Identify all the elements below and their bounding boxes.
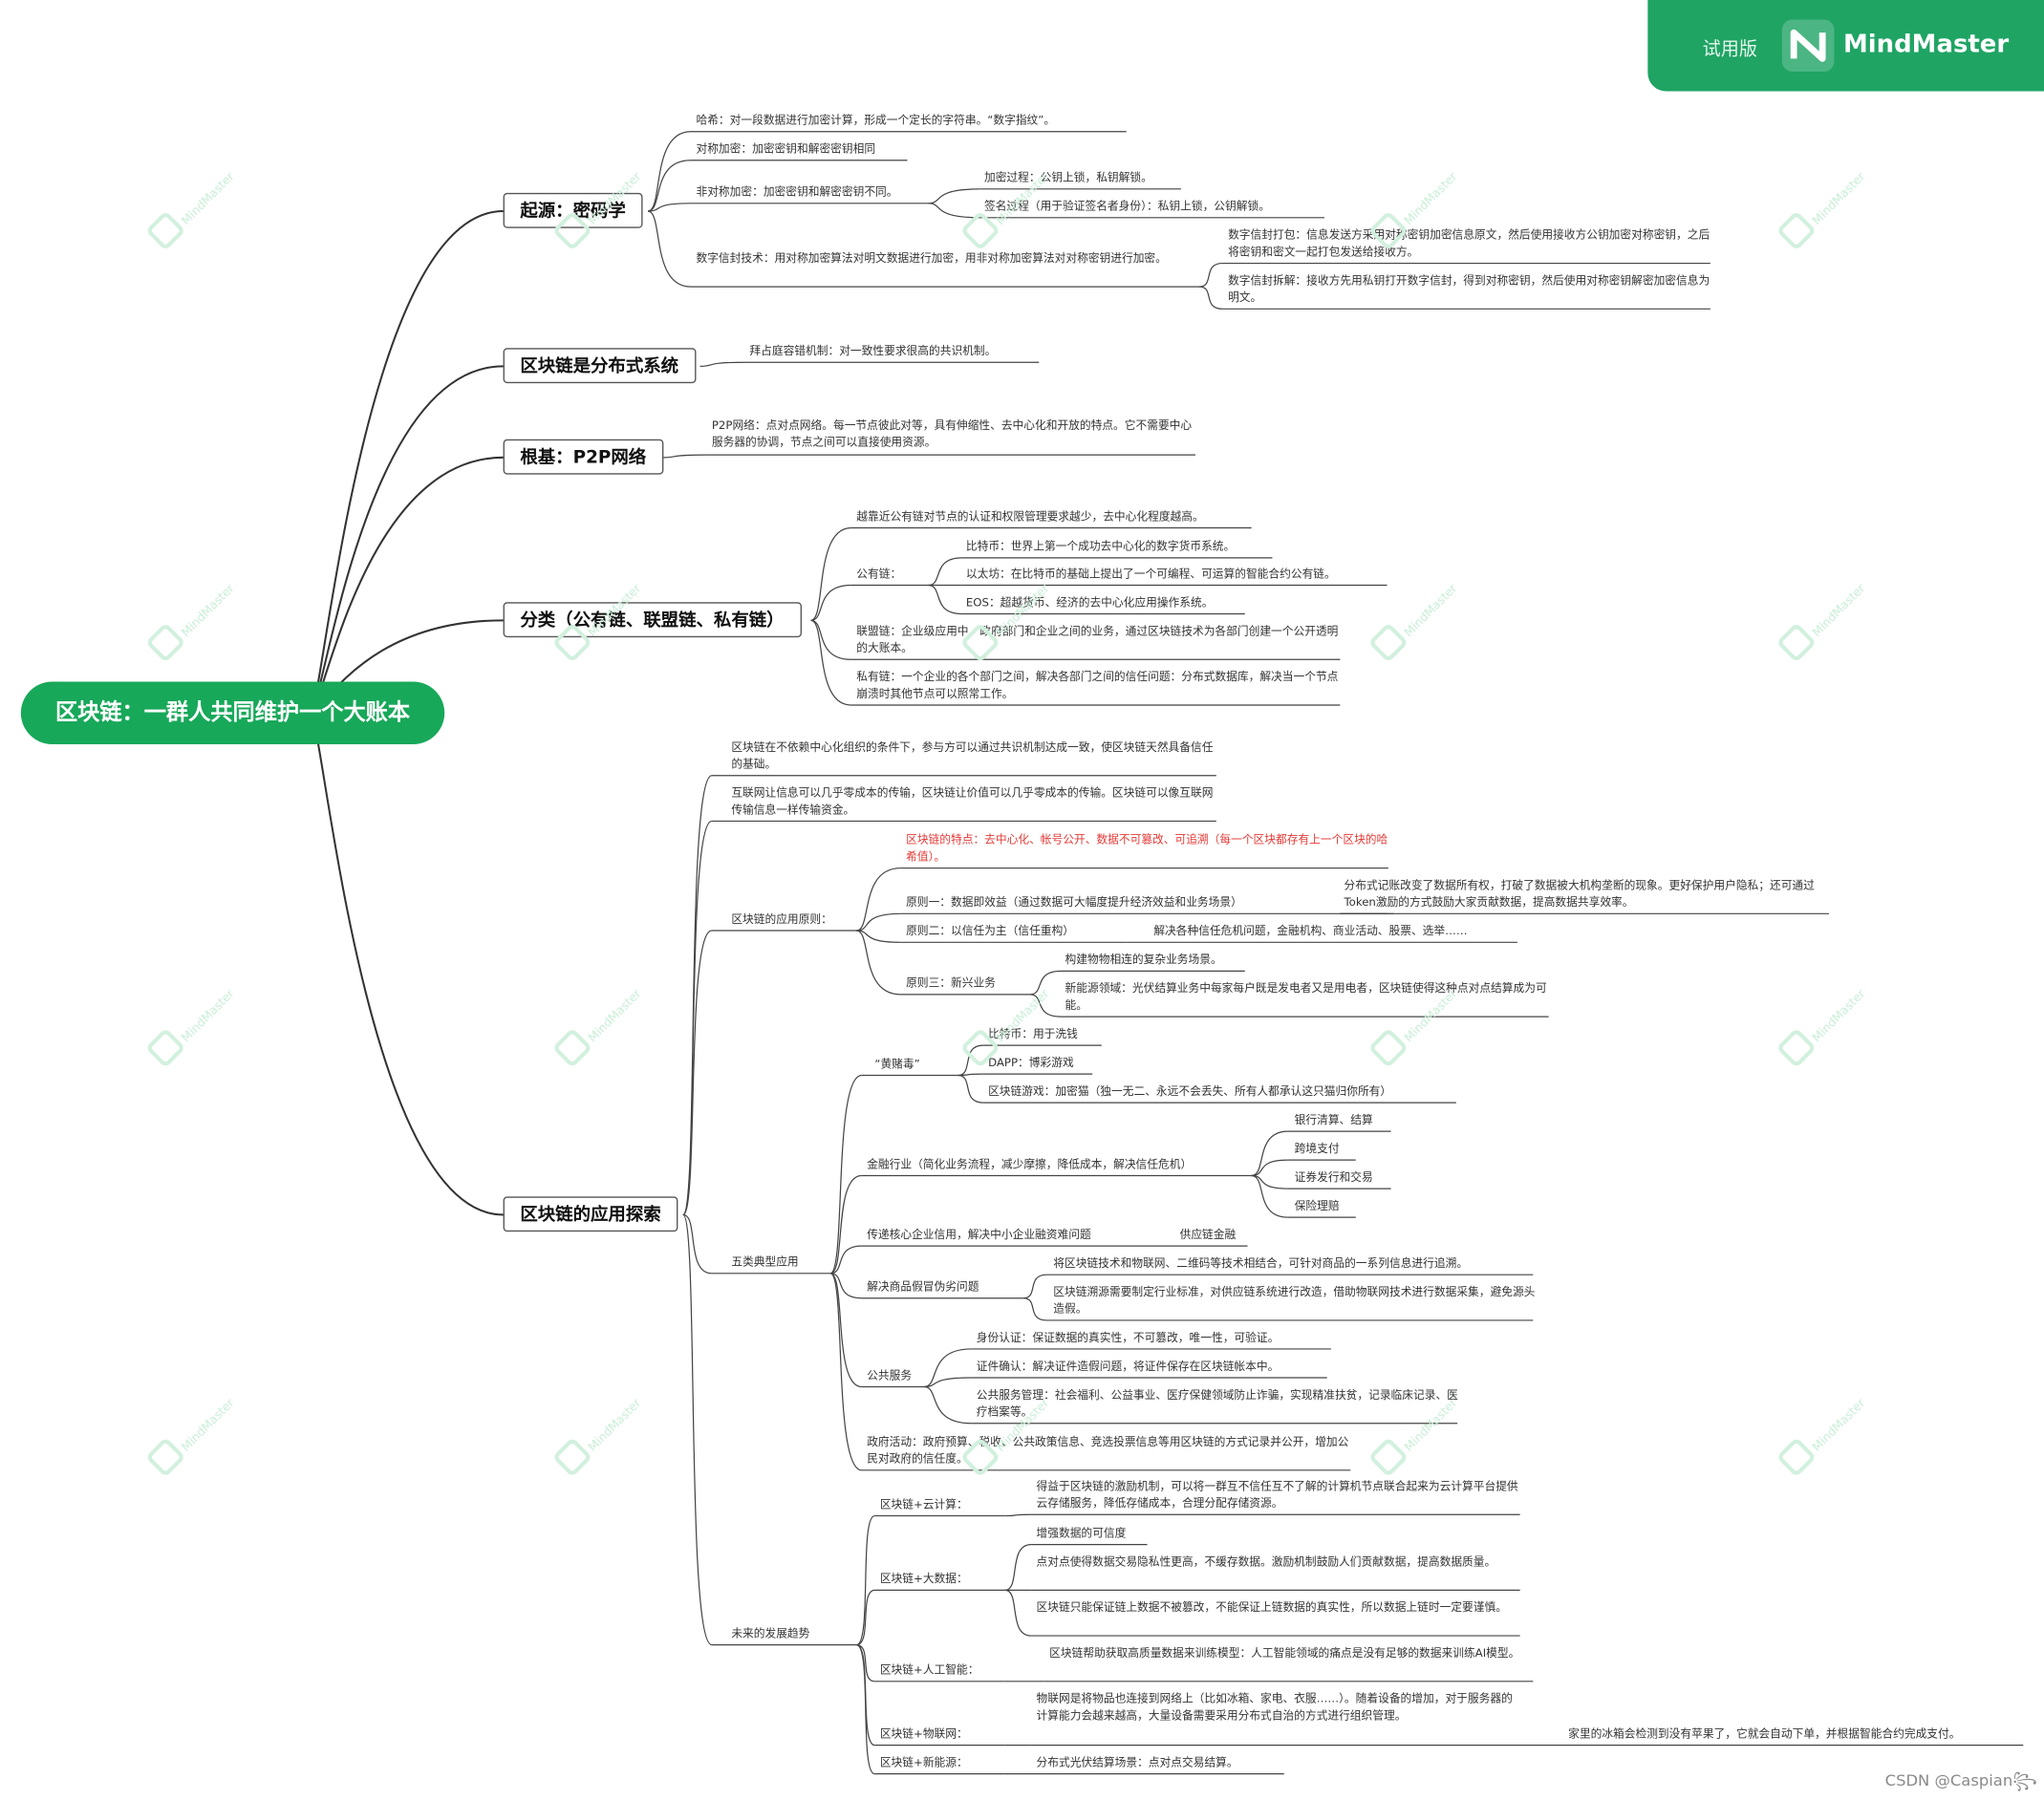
topic-types[interactable]: 分类（公有链、联盟链、私有链）: [503, 602, 802, 638]
csdn-credit: CSDN @Caspian꧂: [1884, 1770, 2037, 1790]
finance-securities-node[interactable]: 证券发行和交易: [1294, 1171, 1373, 1186]
eos-node[interactable]: EOS：超越货币、经济的去中心化应用操作系统。: [965, 596, 1214, 611]
bft-node[interactable]: 拜占庭容错机制：对一致性要求很高的共识机制。: [749, 345, 997, 359]
ethereum-node[interactable]: 以太坊：在比特币的基础上提出了一个可编程、可运算的智能合约公有链。: [965, 568, 1336, 582]
features-node[interactable]: 区块链的特点：去中心化、帐号公开、数据不可篡改、可追溯（每一个区块都存有上一个区…: [906, 834, 1388, 864]
brand-name: MindMaster: [1842, 30, 2010, 59]
gambling-bitcoin-node[interactable]: 比特币：用于洗钱: [988, 1028, 1078, 1041]
asymmetric-node[interactable]: 非对称加密：加密密钥和解密密钥不同。: [696, 186, 898, 200]
private-chain-node[interactable]: 私有链：一个企业的各个部门之间，解决各部门之间的信任问题：分布式数据库，解决当一…: [856, 671, 1339, 701]
principle-three-b-node[interactable]: 新能源领域：光伏结算业务中每家每户既是发电者又是用电者，区块链使得这种点对点结算…: [1065, 982, 1547, 1013]
sme-node[interactable]: 传递核心企业信用，解决中小企业融资难问题: [867, 1229, 1091, 1243]
counterfeit-a-node[interactable]: 将区块链技术和物联网、二维码等技术相结合，可针对商品的一系列信息进行追溯。: [1053, 1257, 1469, 1272]
bitcoin-node[interactable]: 比特币：世界上第一个成功去中心化的数字货币系统。: [965, 541, 1236, 554]
encrypt-process-node[interactable]: 加密过程：公钥上锁，私钥解锁。: [983, 172, 1152, 185]
hash-node[interactable]: 哈希：对一段数据进行加密计算，形成一个定长的字符串。“数字指纹”。: [696, 115, 1056, 128]
gambling-game-node[interactable]: 区块链游戏：加密猫（独一无二、永远不会丢失、所有人都承认这只猫归你所有）: [988, 1085, 1392, 1100]
supply-finance-node[interactable]: 供应链金融: [1179, 1229, 1237, 1243]
bigdata-privacy-node[interactable]: 点对点使得数据交易隐私性更高，不缓存数据。激励机制鼓励人们贡献数据，提高数据质量…: [1036, 1555, 1496, 1570]
ai-node[interactable]: 区块链+人工智能：: [879, 1664, 979, 1678]
government-node[interactable]: 政府活动：政府预算、税收、公共政策信息、竞选投票信息等用区块链的方式记录并公开，…: [867, 1436, 1349, 1467]
bigdata-caution-node[interactable]: 区块链只能保证链上数据不被篡改，不能保证上链数据的真实性，所以数据上链时一定要谨…: [1036, 1601, 1507, 1616]
counterfeit-node[interactable]: 解决商品假冒伪劣问题: [867, 1281, 979, 1295]
principle-three-node[interactable]: 原则三：新兴业务: [906, 977, 996, 991]
principle-three-a-node[interactable]: 构建物物相连的复杂业务场景。: [1065, 954, 1222, 968]
mindmaster-logo-icon: [1781, 19, 1835, 73]
service-management-node[interactable]: 公共服务管理：社会福利、公益事业、医疗保健领域防止诈骗，实现精准扶贫，记录临床记…: [976, 1389, 1458, 1419]
cloud-detail-node[interactable]: 得益于区块链的激励机制，可以将一群互不信任互不了解的计算机节点联合起来为云计算平…: [1036, 1480, 1518, 1511]
trial-label: 试用版: [1702, 38, 1757, 60]
principle-two-detail-node[interactable]: 解决各种信任危机问题，金融机构、商业活动、股票、选举……: [1153, 925, 1468, 939]
sign-process-node[interactable]: 签名过程（用于验证签名者身份）：私钥上锁，公钥解锁。: [983, 201, 1270, 214]
ai-detail-node[interactable]: 区块链帮助获取高质量数据来训练模型：人工智能领域的痛点是没有足够的数据来训练AI…: [1049, 1647, 1520, 1661]
topic-p2p[interactable]: 根基：P2P网络: [503, 439, 663, 475]
finance-crossborder-node[interactable]: 跨境支付: [1294, 1143, 1340, 1157]
envelope-node[interactable]: 数字信封技术：用对称加密算法对明文数据进行加密，用非对称加密算法对对称密钥进行加…: [696, 252, 1167, 267]
principle-one-node[interactable]: 原则一：数据即效益（通过数据可大幅度提升经济效益和业务场景）: [906, 896, 1242, 911]
gambling-dapp-node[interactable]: DAPP：博彩游戏: [988, 1057, 1074, 1071]
public-service-node[interactable]: 公共服务: [867, 1369, 913, 1383]
closer-node[interactable]: 越靠近公有链对节点的认证和权限管理要求越少，去中心化程度越高。: [856, 510, 1204, 525]
public-chain-node[interactable]: 公有链：: [856, 568, 902, 582]
gambling-node[interactable]: “黄赌毒”: [874, 1058, 920, 1072]
principles-node[interactable]: 区块链的应用原则：: [731, 913, 832, 927]
consortium-chain-node[interactable]: 联盟链：企业级应用中，政府部门和企业之间的业务，通过区块链技术为各部门创建一个公…: [856, 625, 1339, 655]
cloud-node[interactable]: 区块链+云计算：: [879, 1498, 968, 1512]
value-transfer-node[interactable]: 互联网让信息可以几乎零成本的传输，区块链让价值可以几乎零成本的传输。区块链可以像…: [731, 786, 1214, 817]
certificate-node[interactable]: 证件确认：解决证件造假问题，将证件保存在区块链帐本中。: [976, 1361, 1280, 1374]
energy-node[interactable]: 区块链+新能源：: [879, 1756, 968, 1770]
five-apps-node[interactable]: 五类典型应用: [731, 1256, 799, 1270]
iot-example-node[interactable]: 家里的冰箱会检测到没有苹果了，它就会自动下单，并根据智能合约完成支付。: [1568, 1727, 1961, 1742]
finance-insurance-node[interactable]: 保险理赔: [1294, 1200, 1340, 1214]
symmetric-node[interactable]: 对称加密：加密密钥和解密密钥相同: [696, 143, 876, 157]
bigdata-trust-node[interactable]: 增强数据的可信度: [1036, 1527, 1127, 1541]
finance-node[interactable]: 金融行业（简化业务流程，减少摩擦，降低成本，解决信任危机）: [867, 1158, 1193, 1172]
envelope-unpack-node[interactable]: 数字信封拆解：接收方先用私钥打开数字信封，得到对称密钥，然后使用对称密钥解密加密…: [1228, 274, 1711, 305]
bigdata-node[interactable]: 区块链+大数据：: [879, 1573, 968, 1587]
iot-detail-node[interactable]: 物联网是将物品也连接到网络上（比如冰箱、家电、衣服……）。随着设备的增加，对于服…: [1036, 1693, 1513, 1723]
principle-one-detail-node[interactable]: 分布式记账改变了数据所有权，打破了数据被大机构垄断的现象。更好保护用户隐私；还可…: [1344, 879, 1815, 910]
counterfeit-b-node[interactable]: 区块链溯源需要制定行业标准，对供应链系统进行改造，借助物联网技术进行数据采集，避…: [1053, 1286, 1536, 1317]
finance-clearing-node[interactable]: 银行清算、结算: [1294, 1114, 1373, 1128]
principle-two-node[interactable]: 原则二：以信任为主（信任重构）: [906, 925, 1074, 939]
topic-apps[interactable]: 区块链的应用探索: [503, 1196, 678, 1232]
envelope-pack-node[interactable]: 数字信封打包：信息发送方采用对称密钥加密信息原文，然后使用接收方公钥加密对称密钥…: [1228, 229, 1711, 259]
consensus-node[interactable]: 区块链在不依赖中心化组织的条件下，参与方可以通过共识机制达成一致，使区块链天然具…: [731, 741, 1214, 771]
future-node[interactable]: 未来的发展趋势: [731, 1627, 810, 1641]
topic-distributed[interactable]: 区块链是分布式系统: [503, 348, 696, 384]
iot-node[interactable]: 区块链+物联网：: [879, 1727, 968, 1742]
p2p-desc-node[interactable]: P2P网络：点对点网络。每一节点彼此对等，具有伸缩性、去中心化和开放的特点。它不…: [711, 419, 1193, 449]
mindmaster-banner: 试用版 MindMaster: [1647, 0, 2044, 92]
root-topic[interactable]: 区块链：一群人共同维护一个大账本: [20, 681, 445, 744]
energy-detail-node[interactable]: 分布式光伏结算场景：点对点交易结算。: [1036, 1756, 1238, 1770]
identity-node[interactable]: 身份认证：保证数据的真实性，不可篡改，唯一性，可验证。: [976, 1332, 1280, 1345]
topic-origin[interactable]: 起源：密码学: [503, 192, 643, 228]
